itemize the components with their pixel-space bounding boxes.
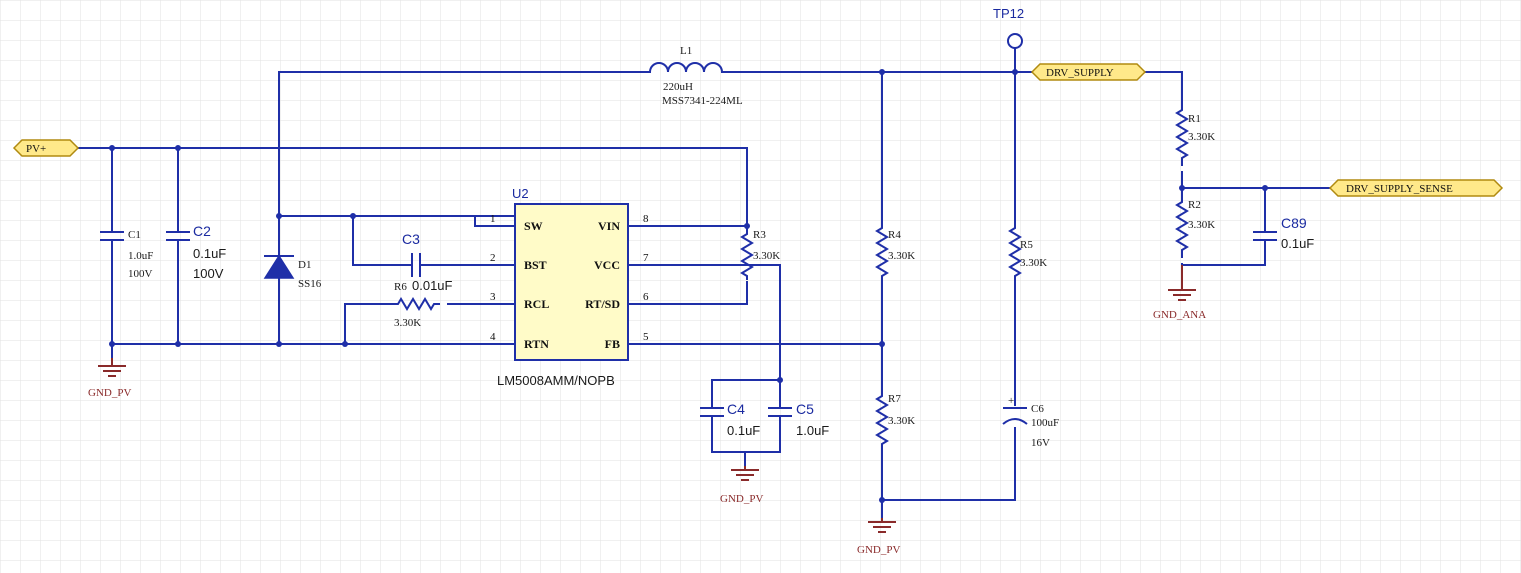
- svg-text:16V: 16V: [1031, 437, 1050, 449]
- testpoint-tp12[interactable]: TP12: [993, 6, 1024, 49]
- pin-name-rtn: RTN: [524, 337, 549, 351]
- svg-text:C2: C2: [193, 223, 211, 239]
- svg-text:3.30K: 3.30K: [1020, 257, 1047, 269]
- pin-num-6: 6: [643, 291, 649, 303]
- resistor-r1[interactable]: R1 3.30K: [1175, 104, 1215, 166]
- port-drv-supply-sense[interactable]: DRV_SUPPLY_SENSE: [1328, 179, 1504, 197]
- pin-num-3: 3: [490, 291, 496, 303]
- svg-text:DRV_SUPPLY: DRV_SUPPLY: [1046, 67, 1114, 79]
- pin-name-vcc: VCC: [594, 258, 620, 272]
- port-drv-supply[interactable]: DRV_SUPPLY: [1030, 63, 1147, 81]
- svg-text:GND_ANA: GND_ANA: [1153, 309, 1206, 321]
- resistor-r2[interactable]: R2 3.30K: [1175, 196, 1215, 258]
- svg-text:3.30K: 3.30K: [1188, 131, 1215, 143]
- pin-num-7: 7: [643, 252, 649, 264]
- svg-text:1.0uF: 1.0uF: [796, 423, 829, 438]
- svg-text:100V: 100V: [128, 268, 153, 280]
- svg-text:100V: 100V: [193, 266, 224, 281]
- svg-text:R5: R5: [1020, 239, 1033, 251]
- svg-text:R2: R2: [1188, 199, 1201, 211]
- pin-name-rcl: RCL: [524, 297, 549, 311]
- svg-text:0.01uF: 0.01uF: [412, 278, 453, 293]
- inductor-l1[interactable]: L1 220uH MSS7341-224ML: [649, 45, 743, 107]
- capacitor-c6[interactable]: + C6 100uF 16V: [1002, 395, 1059, 449]
- svg-text:L1: L1: [680, 45, 692, 57]
- svg-text:R3: R3: [753, 229, 766, 241]
- pin-name-fb: FB: [605, 337, 620, 351]
- svg-text:R7: R7: [888, 393, 901, 405]
- pin-num-1: 1: [490, 213, 496, 225]
- svg-text:PV+: PV+: [26, 143, 46, 155]
- pin-num-5: 5: [643, 331, 649, 343]
- svg-text:C3: C3: [402, 231, 420, 247]
- svg-text:100uF: 100uF: [1031, 417, 1059, 429]
- svg-text:C1: C1: [128, 229, 141, 241]
- svg-text:GND_PV: GND_PV: [88, 387, 131, 399]
- svg-text:3.30K: 3.30K: [888, 250, 915, 262]
- ground-gnd-pv-1[interactable]: GND_PV: [88, 358, 131, 399]
- svg-text:1.0uF: 1.0uF: [128, 250, 153, 262]
- svg-text:MSS7341-224ML: MSS7341-224ML: [662, 95, 743, 107]
- pin-name-rtsd: RT/SD: [585, 297, 620, 311]
- resistor-r5[interactable]: R5 3.30K: [1008, 222, 1047, 292]
- junctions: [109, 69, 1268, 503]
- resistor-r6[interactable]: R6 3.30K: [392, 281, 440, 329]
- svg-text:R4: R4: [888, 229, 901, 241]
- svg-text:0.1uF: 0.1uF: [727, 423, 760, 438]
- svg-text:3.30K: 3.30K: [753, 250, 780, 262]
- svg-text:R1: R1: [1188, 113, 1201, 125]
- svg-text:GND_PV: GND_PV: [857, 544, 900, 556]
- svg-text:C5: C5: [796, 401, 814, 417]
- capacitor-c89[interactable]: C89 0.1uF: [1253, 215, 1314, 251]
- svg-text:3.30K: 3.30K: [1188, 219, 1215, 231]
- resistor-r4[interactable]: R4 3.30K: [875, 222, 915, 292]
- svg-text:D1: D1: [298, 259, 311, 271]
- pin-name-vin: VIN: [598, 219, 620, 233]
- svg-text:C6: C6: [1031, 403, 1044, 415]
- pin-num-4: 4: [490, 331, 496, 343]
- ground-gnd-ana[interactable]: GND_ANA: [1153, 265, 1206, 321]
- svg-text:3.30K: 3.30K: [394, 317, 421, 329]
- svg-text:LM5008AMM/NOPB: LM5008AMM/NOPB: [497, 373, 615, 388]
- capacitor-c5[interactable]: C5 1.0uF: [768, 401, 829, 438]
- pin-num-8: 8: [643, 213, 649, 225]
- diode-d1[interactable]: D1 SS16: [263, 254, 322, 290]
- pin-num-2: 2: [490, 252, 496, 264]
- ic-u2[interactable]: U2 LM5008AMM/NOPB 1 2 3 4 SW BST RCL RTN…: [474, 186, 669, 388]
- svg-text:3.30K: 3.30K: [888, 415, 915, 427]
- capacitor-c4[interactable]: C4 0.1uF: [700, 401, 760, 438]
- svg-text:U2: U2: [512, 186, 529, 201]
- svg-text:C4: C4: [727, 401, 745, 417]
- ground-gnd-pv-3[interactable]: GND_PV: [857, 518, 900, 556]
- pin-name-sw: SW: [524, 219, 543, 233]
- svg-text:220uH: 220uH: [663, 81, 693, 93]
- ground-gnd-pv-2[interactable]: GND_PV: [720, 466, 763, 505]
- svg-text:0.1uF: 0.1uF: [1281, 236, 1314, 251]
- capacitor-c1[interactable]: C1 1.0uF 100V: [100, 229, 153, 280]
- resistor-r3[interactable]: R3 3.30K: [740, 228, 780, 280]
- svg-text:R6: R6: [394, 281, 407, 293]
- resistor-r7[interactable]: R7 3.30K: [875, 390, 915, 460]
- capacitor-c3[interactable]: C3 0.01uF: [402, 231, 453, 293]
- svg-text:DRV_SUPPLY_SENSE: DRV_SUPPLY_SENSE: [1346, 183, 1453, 195]
- svg-text:GND_PV: GND_PV: [720, 493, 763, 505]
- svg-text:+: +: [1008, 395, 1014, 407]
- capacitor-c2[interactable]: C2 0.1uF 100V: [166, 223, 226, 281]
- pin-name-bst: BST: [524, 258, 547, 272]
- svg-text:0.1uF: 0.1uF: [193, 246, 226, 261]
- port-pv-plus[interactable]: PV+: [12, 139, 80, 157]
- svg-text:SS16: SS16: [298, 278, 322, 290]
- svg-text:C89: C89: [1281, 215, 1307, 231]
- svg-text:TP12: TP12: [993, 6, 1024, 21]
